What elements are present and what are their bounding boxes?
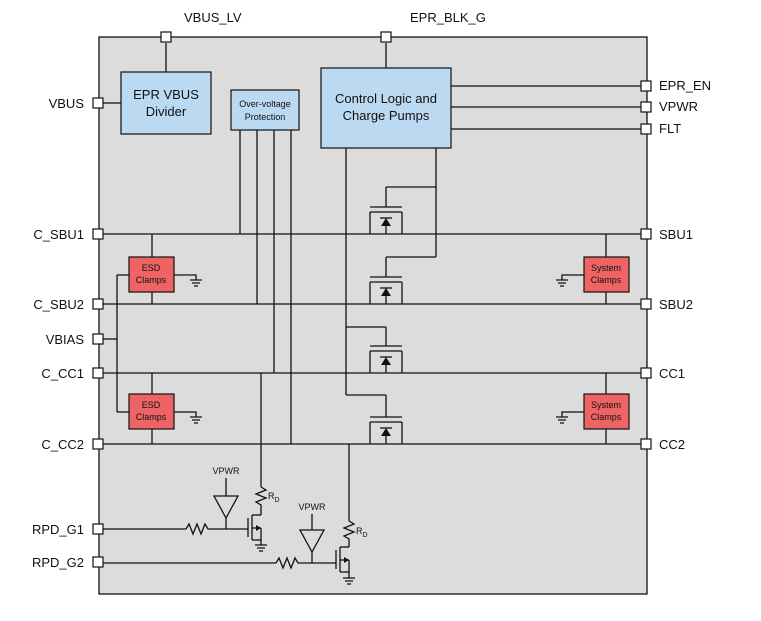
divider-label-line1: EPR VBUS bbox=[133, 87, 199, 102]
control-label-line2: Charge Pumps bbox=[343, 108, 430, 123]
sys1-ground-icon bbox=[556, 274, 584, 287]
control-label-line1: Control Logic and bbox=[335, 91, 437, 106]
vbus-lv-label: VBUS_LV bbox=[184, 10, 242, 25]
esd1-label-line2: Clamps bbox=[136, 275, 167, 285]
vpwr-supply-label-1: VPWR bbox=[213, 466, 241, 476]
esd2-label-line2: Clamps bbox=[136, 412, 167, 422]
rpd-g1-pin bbox=[92, 523, 104, 535]
cc1-switch-fet bbox=[369, 327, 403, 373]
vbus-label: VBUS bbox=[49, 96, 85, 111]
c-sbu1-pin bbox=[92, 228, 104, 240]
cc1-label: CC1 bbox=[659, 366, 685, 381]
divider-label-line2: Divider bbox=[146, 104, 187, 119]
epr-en-label: EPR_EN bbox=[659, 78, 711, 93]
epr-en-pin bbox=[640, 80, 652, 92]
c-cc2-pin bbox=[92, 438, 104, 450]
rd1-label: RD bbox=[268, 491, 280, 504]
rpd-g2-pin bbox=[92, 556, 104, 568]
flt-label: FLT bbox=[659, 121, 681, 136]
vpwr-pin bbox=[640, 101, 652, 113]
c-cc2-label: C_CC2 bbox=[41, 437, 84, 452]
rpd-g1-label: RPD_G1 bbox=[32, 522, 84, 537]
rd2-label: RD bbox=[356, 526, 368, 539]
epr-blk-g-pin bbox=[380, 31, 392, 43]
c-sbu2-label: C_SBU2 bbox=[33, 297, 84, 312]
epr-vbus-divider-block bbox=[120, 71, 212, 135]
flt-pin bbox=[640, 123, 652, 135]
c-cc1-label: C_CC1 bbox=[41, 366, 84, 381]
control-logic-block bbox=[320, 67, 452, 149]
pulldown-fet-1 bbox=[247, 514, 267, 552]
esd-clamps-2 bbox=[128, 393, 175, 430]
sys2-label-line1: System bbox=[591, 400, 621, 410]
sys2-label-line2: Clamps bbox=[591, 412, 622, 422]
sbu2-pin bbox=[640, 298, 652, 310]
vpwr-supply-label-2: VPWR bbox=[299, 502, 327, 512]
esd2-label-line1: ESD bbox=[142, 400, 161, 410]
esd2-ground-icon bbox=[174, 411, 202, 424]
cc2-switch-fet bbox=[369, 395, 403, 444]
c-sbu2-pin bbox=[92, 298, 104, 310]
vpwr-label: VPWR bbox=[659, 99, 698, 114]
ovp-label-line1: Over-voltage bbox=[239, 99, 291, 109]
rpd-g1-resistor-icon bbox=[185, 522, 248, 536]
sys1-label-line2: Clamps bbox=[591, 275, 622, 285]
sbu1-switch-fet bbox=[369, 187, 403, 234]
cc1-pin bbox=[640, 367, 652, 379]
rpd-g2-label: RPD_G2 bbox=[32, 555, 84, 570]
sbu2-switch-fet bbox=[369, 257, 403, 304]
vbus-pin bbox=[92, 97, 104, 109]
c-sbu1-label: C_SBU1 bbox=[33, 227, 84, 242]
vbias-pin bbox=[92, 333, 104, 345]
sys1-label-line1: System bbox=[591, 263, 621, 273]
sys2-ground-icon bbox=[556, 411, 584, 424]
cc2-pin bbox=[640, 438, 652, 450]
sbu1-label: SBU1 bbox=[659, 227, 693, 242]
epr-blk-g-label: EPR_BLK_G bbox=[410, 10, 486, 25]
esd1-ground-icon bbox=[174, 274, 202, 287]
vpwr-buffer-1-icon bbox=[212, 478, 240, 529]
cc2-label: CC2 bbox=[659, 437, 685, 452]
vbias-label: VBIAS bbox=[46, 332, 85, 347]
vbus-lv-pin bbox=[160, 31, 172, 43]
esd1-label-line1: ESD bbox=[142, 263, 161, 273]
pulldown-fet-2 bbox=[335, 546, 355, 585]
rd1-resistor-icon bbox=[254, 486, 268, 515]
c-cc1-pin bbox=[92, 367, 104, 379]
sbu1-pin bbox=[640, 228, 652, 240]
rd2-resistor-icon bbox=[342, 520, 356, 547]
rpd-g2-resistor-icon bbox=[275, 556, 336, 570]
sbu2-label: SBU2 bbox=[659, 297, 693, 312]
ovp-block bbox=[230, 89, 300, 131]
ovp-label-line2: Protection bbox=[245, 112, 286, 122]
vpwr-buffer-2-icon bbox=[298, 514, 326, 563]
